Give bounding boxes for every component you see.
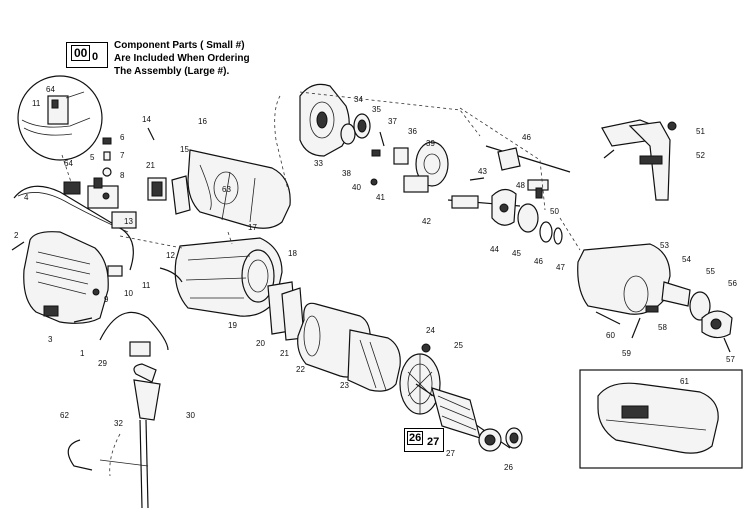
part-label-55: 55 [706,267,715,276]
part-label-40: 40 [352,183,361,192]
part-label-38: 38 [342,169,351,178]
part-label-63: 63 [222,185,231,194]
part-label-2: 2 [14,231,19,240]
part-label-5: 5 [90,153,95,162]
part-label-64b: 64 [64,159,73,168]
part-label-21b: 21 [146,161,155,170]
part-label-43: 43 [478,167,487,176]
part-label-18: 18 [288,249,297,258]
part-label-41: 41 [376,193,385,202]
part-label-27: 27 [446,449,455,458]
part-label-1: 1 [80,349,85,358]
callout-box-26-27: 26 27 [404,428,444,452]
cord-assembly [67,311,169,509]
part-label-46b: 46 [534,257,543,266]
armature-assembly [399,353,523,452]
handle-assembly [11,137,137,324]
part-label-35: 35 [372,105,381,114]
part-label-12: 12 [166,251,175,260]
legend-line-3: The Assembly (Large #). [114,66,230,77]
part-label-11b: 11 [32,99,41,108]
part-label-56: 56 [728,279,737,288]
part-label-15: 15 [180,145,189,154]
part-label-21: 21 [280,349,289,358]
part-label-14: 14 [142,115,151,124]
legend: 00 0 Component Parts ( Small #) Are Incl… [66,40,266,88]
part-label-64: 64 [46,85,55,94]
housing-upper [147,127,291,229]
part-label-52: 52 [696,151,705,160]
part-label-17: 17 [248,223,257,232]
part-label-8: 8 [120,171,125,180]
part-label-36: 36 [408,127,417,136]
part-label-9: 9 [104,295,109,304]
part-label-32: 32 [114,419,123,428]
part-label-26: 26 [504,463,513,472]
part-label-3: 3 [48,335,53,344]
part-label-46: 46 [522,133,531,142]
legend-line-1: Component Parts ( Small #) [114,40,245,51]
part-label-57: 57 [726,355,735,364]
nose-assembly [559,119,733,353]
plunger-assembly [447,107,571,245]
gear-case-assembly [274,83,481,193]
part-label-33: 33 [314,159,323,168]
part-label-16: 16 [198,117,207,126]
part-label-60: 60 [606,331,615,340]
part-label-42: 42 [422,217,431,226]
part-label-20: 20 [256,339,265,348]
part-label-30: 30 [186,411,195,420]
callout-bottom: 27 [427,436,440,448]
part-label-48: 48 [516,181,525,190]
part-label-62: 62 [60,411,69,420]
part-label-24: 24 [426,326,435,335]
part-label-51: 51 [696,127,705,136]
inset-61 [579,369,743,469]
part-label-13: 13 [124,217,133,226]
detail-inset-64 [17,75,103,186]
part-label-19: 19 [228,321,237,330]
part-label-44: 44 [490,245,499,254]
legend-symbol-bottom: 0 [92,51,99,63]
part-labels: 1 2 3 4 5 6 7 8 9 10 11 12 13 14 15 16 1… [14,85,737,472]
part-label-22: 22 [296,365,305,374]
part-label-61: 61 [680,377,689,386]
legend-symbol: 00 0 [66,42,108,68]
part-label-39: 39 [426,139,435,148]
part-label-37: 37 [388,117,397,126]
part-label-6: 6 [120,133,125,142]
motor-field [297,302,431,392]
callout-top: 26 [407,431,424,445]
part-label-47: 47 [556,263,565,272]
part-label-34: 34 [354,95,363,104]
part-label-29: 29 [98,359,107,368]
legend-line-2: Are Included When Ordering [114,53,250,64]
part-label-58: 58 [658,323,667,332]
part-label-25: 25 [454,341,463,350]
legend-symbol-top: 00 [71,45,91,61]
part-label-4: 4 [24,193,29,202]
part-label-45: 45 [512,249,521,258]
housing-lower [119,231,305,341]
part-label-50: 50 [550,207,559,216]
part-label-7: 7 [120,151,125,160]
part-label-11: 11 [142,281,151,290]
part-label-59: 59 [622,349,631,358]
part-label-53: 53 [660,241,669,250]
part-label-23: 23 [340,381,349,390]
part-label-10: 10 [124,289,133,298]
part-label-54: 54 [682,255,691,264]
